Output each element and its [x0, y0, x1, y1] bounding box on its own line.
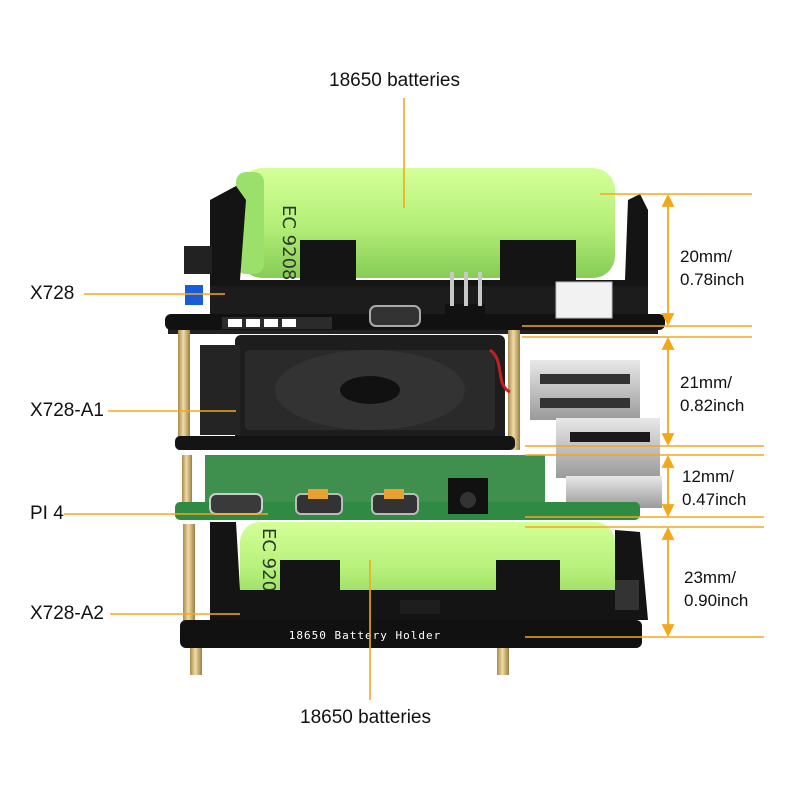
x728-a1-board	[175, 436, 515, 450]
dimension-arrows	[661, 193, 675, 638]
dimension-x728-a1-height: 21mm/ 0.82inch	[680, 371, 744, 417]
callout-top-batteries: 18650 batteries	[329, 70, 460, 91]
dimension-pi4-height: 12mm/ 0.47inch	[682, 465, 746, 511]
x728-board	[165, 246, 665, 334]
callout-pi4: PI 4	[30, 503, 64, 524]
callout-x728: X728	[30, 283, 75, 304]
dimension-mm: 23mm/	[684, 568, 736, 587]
bottom-cell-marking: EC 9208	[258, 528, 279, 603]
leader-lines	[64, 98, 764, 700]
jst-connector	[555, 281, 613, 319]
x728-a1-cooling-fan	[200, 335, 511, 445]
dimension-x728-a2-height: 23mm/ 0.90inch	[684, 566, 748, 612]
pi-ethernet-usb-ports	[530, 360, 662, 508]
dimension-inch: 0.47inch	[682, 490, 747, 509]
power-button	[185, 285, 203, 305]
x728-a2-battery-holder	[210, 522, 648, 620]
dimension-inch: 0.90inch	[684, 591, 749, 610]
dimension-mm: 20mm/	[680, 247, 732, 266]
x728-a2-board: 18650 Battery Holder	[180, 620, 642, 648]
pi-usb-c-port	[209, 493, 263, 515]
dimension-inch: 0.78inch	[680, 270, 745, 289]
dimension-inch: 0.82inch	[680, 396, 745, 415]
dimension-mm: 21mm/	[680, 373, 732, 392]
dimension-x728-height: 20mm/ 0.78inch	[680, 245, 744, 291]
callout-bottom-batteries: 18650 batteries	[300, 707, 431, 728]
top-cell-marking: EC 9208	[278, 205, 299, 280]
callout-x728-a2: X728-A2	[30, 603, 104, 624]
battery-holder-print: 18650 Battery Holder	[289, 629, 441, 642]
raspberry-pi-4	[175, 455, 640, 520]
callout-x728-a1: X728-A1	[30, 400, 104, 421]
dimension-mm: 12mm/	[682, 467, 734, 486]
usb-c-port	[369, 305, 421, 327]
